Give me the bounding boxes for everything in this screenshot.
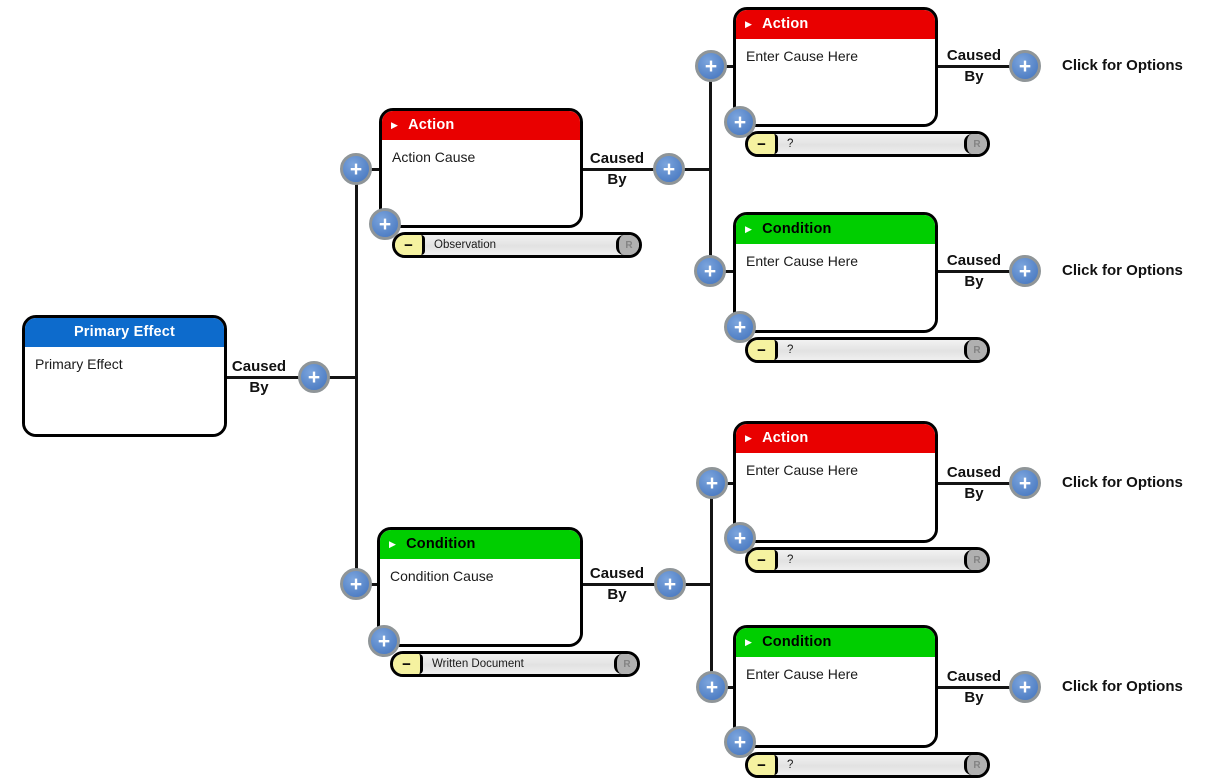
node-type-label: Action xyxy=(762,16,809,33)
evidence-bar[interactable]: − Observation R xyxy=(392,232,642,258)
caused-by-label: Caused By xyxy=(946,668,1002,706)
node-arrow-icon: ▶ xyxy=(745,637,753,647)
node-header: ▶ Action xyxy=(382,111,580,140)
connector-line xyxy=(227,376,356,379)
node-header: Primary Effect xyxy=(25,318,224,347)
evidence-bar[interactable]: − ? R xyxy=(745,547,990,573)
connector-line xyxy=(938,270,1025,273)
caused-by-add-button[interactable]: + xyxy=(654,568,686,600)
collapse-evidence-icon[interactable]: − xyxy=(748,134,778,154)
evidence-add-button[interactable]: + xyxy=(724,106,756,138)
node-type-label: Condition xyxy=(762,634,832,651)
node-body-text[interactable]: Enter Cause Here xyxy=(736,657,935,745)
rules-check-badge[interactable]: R xyxy=(964,550,987,570)
action-cause-node[interactable]: ▶ Action Action Cause xyxy=(379,108,583,228)
branch-add-button[interactable]: + xyxy=(696,467,728,499)
condition-cause-node[interactable]: ▶ Condition Enter Cause Here xyxy=(733,625,938,748)
condition-cause-node[interactable]: ▶ Condition Enter Cause Here xyxy=(733,212,938,333)
branch-line xyxy=(710,482,713,689)
evidence-add-button[interactable]: + xyxy=(724,522,756,554)
node-header: ▶ Action xyxy=(736,10,935,39)
branch-add-button[interactable]: + xyxy=(340,568,372,600)
evidence-bar[interactable]: − Written Document R xyxy=(390,651,640,677)
node-arrow-icon: ▶ xyxy=(391,120,399,130)
caused-by-label: Caused By xyxy=(946,47,1002,85)
connector-line xyxy=(938,686,1025,689)
action-cause-node[interactable]: ▶ Action Enter Cause Here xyxy=(733,421,938,543)
options-add-button[interactable]: + xyxy=(1009,467,1041,499)
node-body-text[interactable]: Condition Cause xyxy=(380,559,580,644)
options-add-button[interactable]: + xyxy=(1009,50,1041,82)
node-header: ▶ Condition xyxy=(736,628,935,657)
caused-by-label: Caused By xyxy=(231,358,287,396)
evidence-add-button[interactable]: + xyxy=(369,208,401,240)
connector-line xyxy=(583,583,712,586)
node-header: ▶ Condition xyxy=(736,215,935,244)
node-header: ▶ Condition xyxy=(380,530,580,559)
click-for-options-hint: Click for Options xyxy=(1062,262,1183,279)
branch-add-button[interactable]: + xyxy=(696,671,728,703)
branch-line xyxy=(355,168,358,586)
evidence-label: Observation xyxy=(434,239,497,251)
caused-by-label: Caused By xyxy=(946,464,1002,502)
node-arrow-icon: ▶ xyxy=(745,19,753,29)
node-type-label: Primary Effect xyxy=(73,324,176,341)
evidence-label: ? xyxy=(787,344,794,356)
evidence-add-button[interactable]: + xyxy=(724,311,756,343)
node-type-label: Condition xyxy=(762,221,832,238)
node-body-text[interactable]: Enter Cause Here xyxy=(736,39,935,124)
node-arrow-icon: ▶ xyxy=(745,433,753,443)
node-body-text[interactable]: Primary Effect xyxy=(25,347,224,434)
evidence-label: ? xyxy=(787,138,794,150)
node-type-label: Action xyxy=(762,430,809,447)
node-arrow-icon: ▶ xyxy=(389,539,397,549)
caused-by-label: Caused By xyxy=(946,252,1002,290)
evidence-bar[interactable]: − ? R xyxy=(745,337,990,363)
node-header: ▶ Action xyxy=(736,424,935,453)
rules-check-badge[interactable]: R xyxy=(614,654,637,674)
branch-line xyxy=(709,65,712,273)
evidence-label: ? xyxy=(787,759,794,771)
primary-effect-node[interactable]: Primary Effect Primary Effect xyxy=(22,315,227,437)
rules-check-badge[interactable]: R xyxy=(616,235,639,255)
connector-line xyxy=(938,482,1025,485)
action-cause-node[interactable]: ▶ Action Enter Cause Here xyxy=(733,7,938,127)
caused-by-label: Caused By xyxy=(589,565,645,603)
collapse-evidence-icon[interactable]: − xyxy=(748,340,778,360)
node-body-text[interactable]: Action Cause xyxy=(382,140,580,225)
condition-cause-node[interactable]: ▶ Condition Condition Cause xyxy=(377,527,583,647)
rules-check-badge[interactable]: R xyxy=(964,340,987,360)
node-body-text[interactable]: Enter Cause Here xyxy=(736,453,935,540)
caused-by-label: Caused By xyxy=(589,150,645,188)
click-for-options-hint: Click for Options xyxy=(1062,57,1183,74)
caused-by-add-button[interactable]: + xyxy=(298,361,330,393)
options-add-button[interactable]: + xyxy=(1009,255,1041,287)
options-add-button[interactable]: + xyxy=(1009,671,1041,703)
evidence-bar[interactable]: − ? R xyxy=(745,131,990,157)
collapse-evidence-icon[interactable]: − xyxy=(393,654,423,674)
evidence-label: ? xyxy=(787,554,794,566)
collapse-evidence-icon[interactable]: − xyxy=(748,550,778,570)
branch-add-button[interactable]: + xyxy=(695,50,727,82)
evidence-label: Written Document xyxy=(432,658,524,670)
node-arrow-icon: ▶ xyxy=(745,224,753,234)
node-type-label: Action xyxy=(408,117,455,134)
node-type-label: Condition xyxy=(406,536,476,553)
rules-check-badge[interactable]: R xyxy=(964,134,987,154)
click-for-options-hint: Click for Options xyxy=(1062,474,1183,491)
evidence-bar[interactable]: − ? R xyxy=(745,752,990,778)
connector-line xyxy=(583,168,710,171)
connector-line xyxy=(938,65,1025,68)
branch-add-button[interactable]: + xyxy=(694,255,726,287)
node-body-text[interactable]: Enter Cause Here xyxy=(736,244,935,330)
caused-by-add-button[interactable]: + xyxy=(653,153,685,185)
evidence-add-button[interactable]: + xyxy=(368,625,400,657)
collapse-evidence-icon[interactable]: − xyxy=(395,235,425,255)
evidence-add-button[interactable]: + xyxy=(724,726,756,758)
collapse-evidence-icon[interactable]: − xyxy=(748,755,778,775)
rules-check-badge[interactable]: R xyxy=(964,755,987,775)
click-for-options-hint: Click for Options xyxy=(1062,678,1183,695)
branch-add-button[interactable]: + xyxy=(340,153,372,185)
